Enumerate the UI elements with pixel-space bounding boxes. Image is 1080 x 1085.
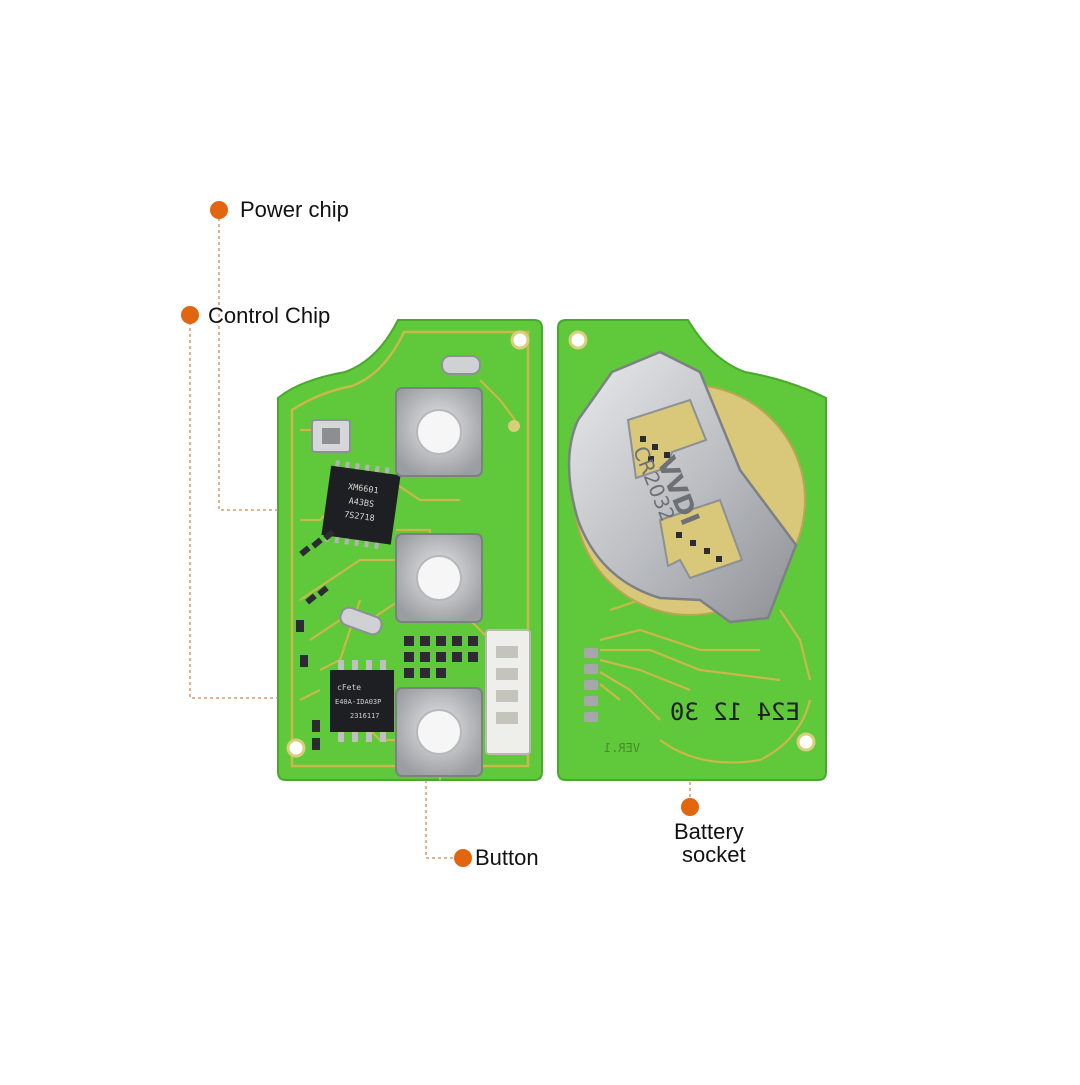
leader-control-chip	[189, 316, 278, 699]
pcb-front-hole-bottom	[286, 738, 306, 758]
pcb-front-pad	[508, 420, 520, 432]
callout-dot-power-chip	[210, 201, 228, 219]
leader-button	[425, 780, 460, 859]
tactile-button-middle	[395, 533, 483, 623]
tactile-button-bottom	[395, 687, 483, 777]
pcb-version: VER.1	[604, 741, 640, 755]
connector-header	[485, 629, 531, 755]
pcb-back-hole-bottom	[796, 732, 816, 752]
control-chip-marking-2: E40A-IDA03P	[335, 698, 381, 706]
callout-dot-button	[454, 849, 472, 867]
callout-dot-control-chip	[181, 306, 199, 324]
callout-label-battery-line1: Battery	[674, 819, 744, 844]
power-chip-marking-2: A43BS	[348, 496, 375, 509]
pcb-front-edge-trace	[290, 330, 530, 768]
pcb-back-pads	[584, 648, 598, 722]
pcb-front-hole-top	[510, 330, 530, 350]
callout-label-power-chip: Power chip	[240, 197, 349, 222]
control-chip: cFete E40A-IDA03P 2316117	[330, 660, 394, 742]
tactile-button-top	[395, 387, 483, 477]
smd-passives	[296, 529, 478, 750]
pcb-back-board: VVDI CR2032 E24 12 30 VER.1	[557, 319, 827, 781]
battery-slot-dots	[640, 436, 722, 562]
control-chip-marking-1: cFete	[337, 683, 361, 692]
callout-label-button: Button	[475, 845, 539, 870]
callout-label-battery-line2: socket	[682, 842, 746, 867]
pcb-front-board: XM6601 A43BS 7S2718	[277, 319, 543, 781]
power-chip: XM6601 A43BS 7S2718	[321, 460, 401, 549]
control-chip-marking-3: 2316117	[350, 712, 380, 720]
battery-holder: VVDI CR2032	[567, 350, 806, 624]
callout-label-control-chip: Control Chip	[208, 303, 331, 328]
callout-dot-battery-socket	[681, 798, 699, 816]
crystal-component	[441, 355, 481, 375]
power-chip-marking-1: XM6601	[347, 482, 379, 496]
pcb-back-hole-top	[568, 330, 588, 350]
power-chip-marking-3: 7S2718	[343, 510, 375, 524]
pcb-back-traces	[599, 598, 812, 764]
crystal-component-2	[339, 606, 383, 636]
pcb-date-code: E24 12 30	[670, 698, 800, 726]
sensor-component-window	[322, 428, 340, 444]
leader-power-chip	[218, 212, 278, 511]
